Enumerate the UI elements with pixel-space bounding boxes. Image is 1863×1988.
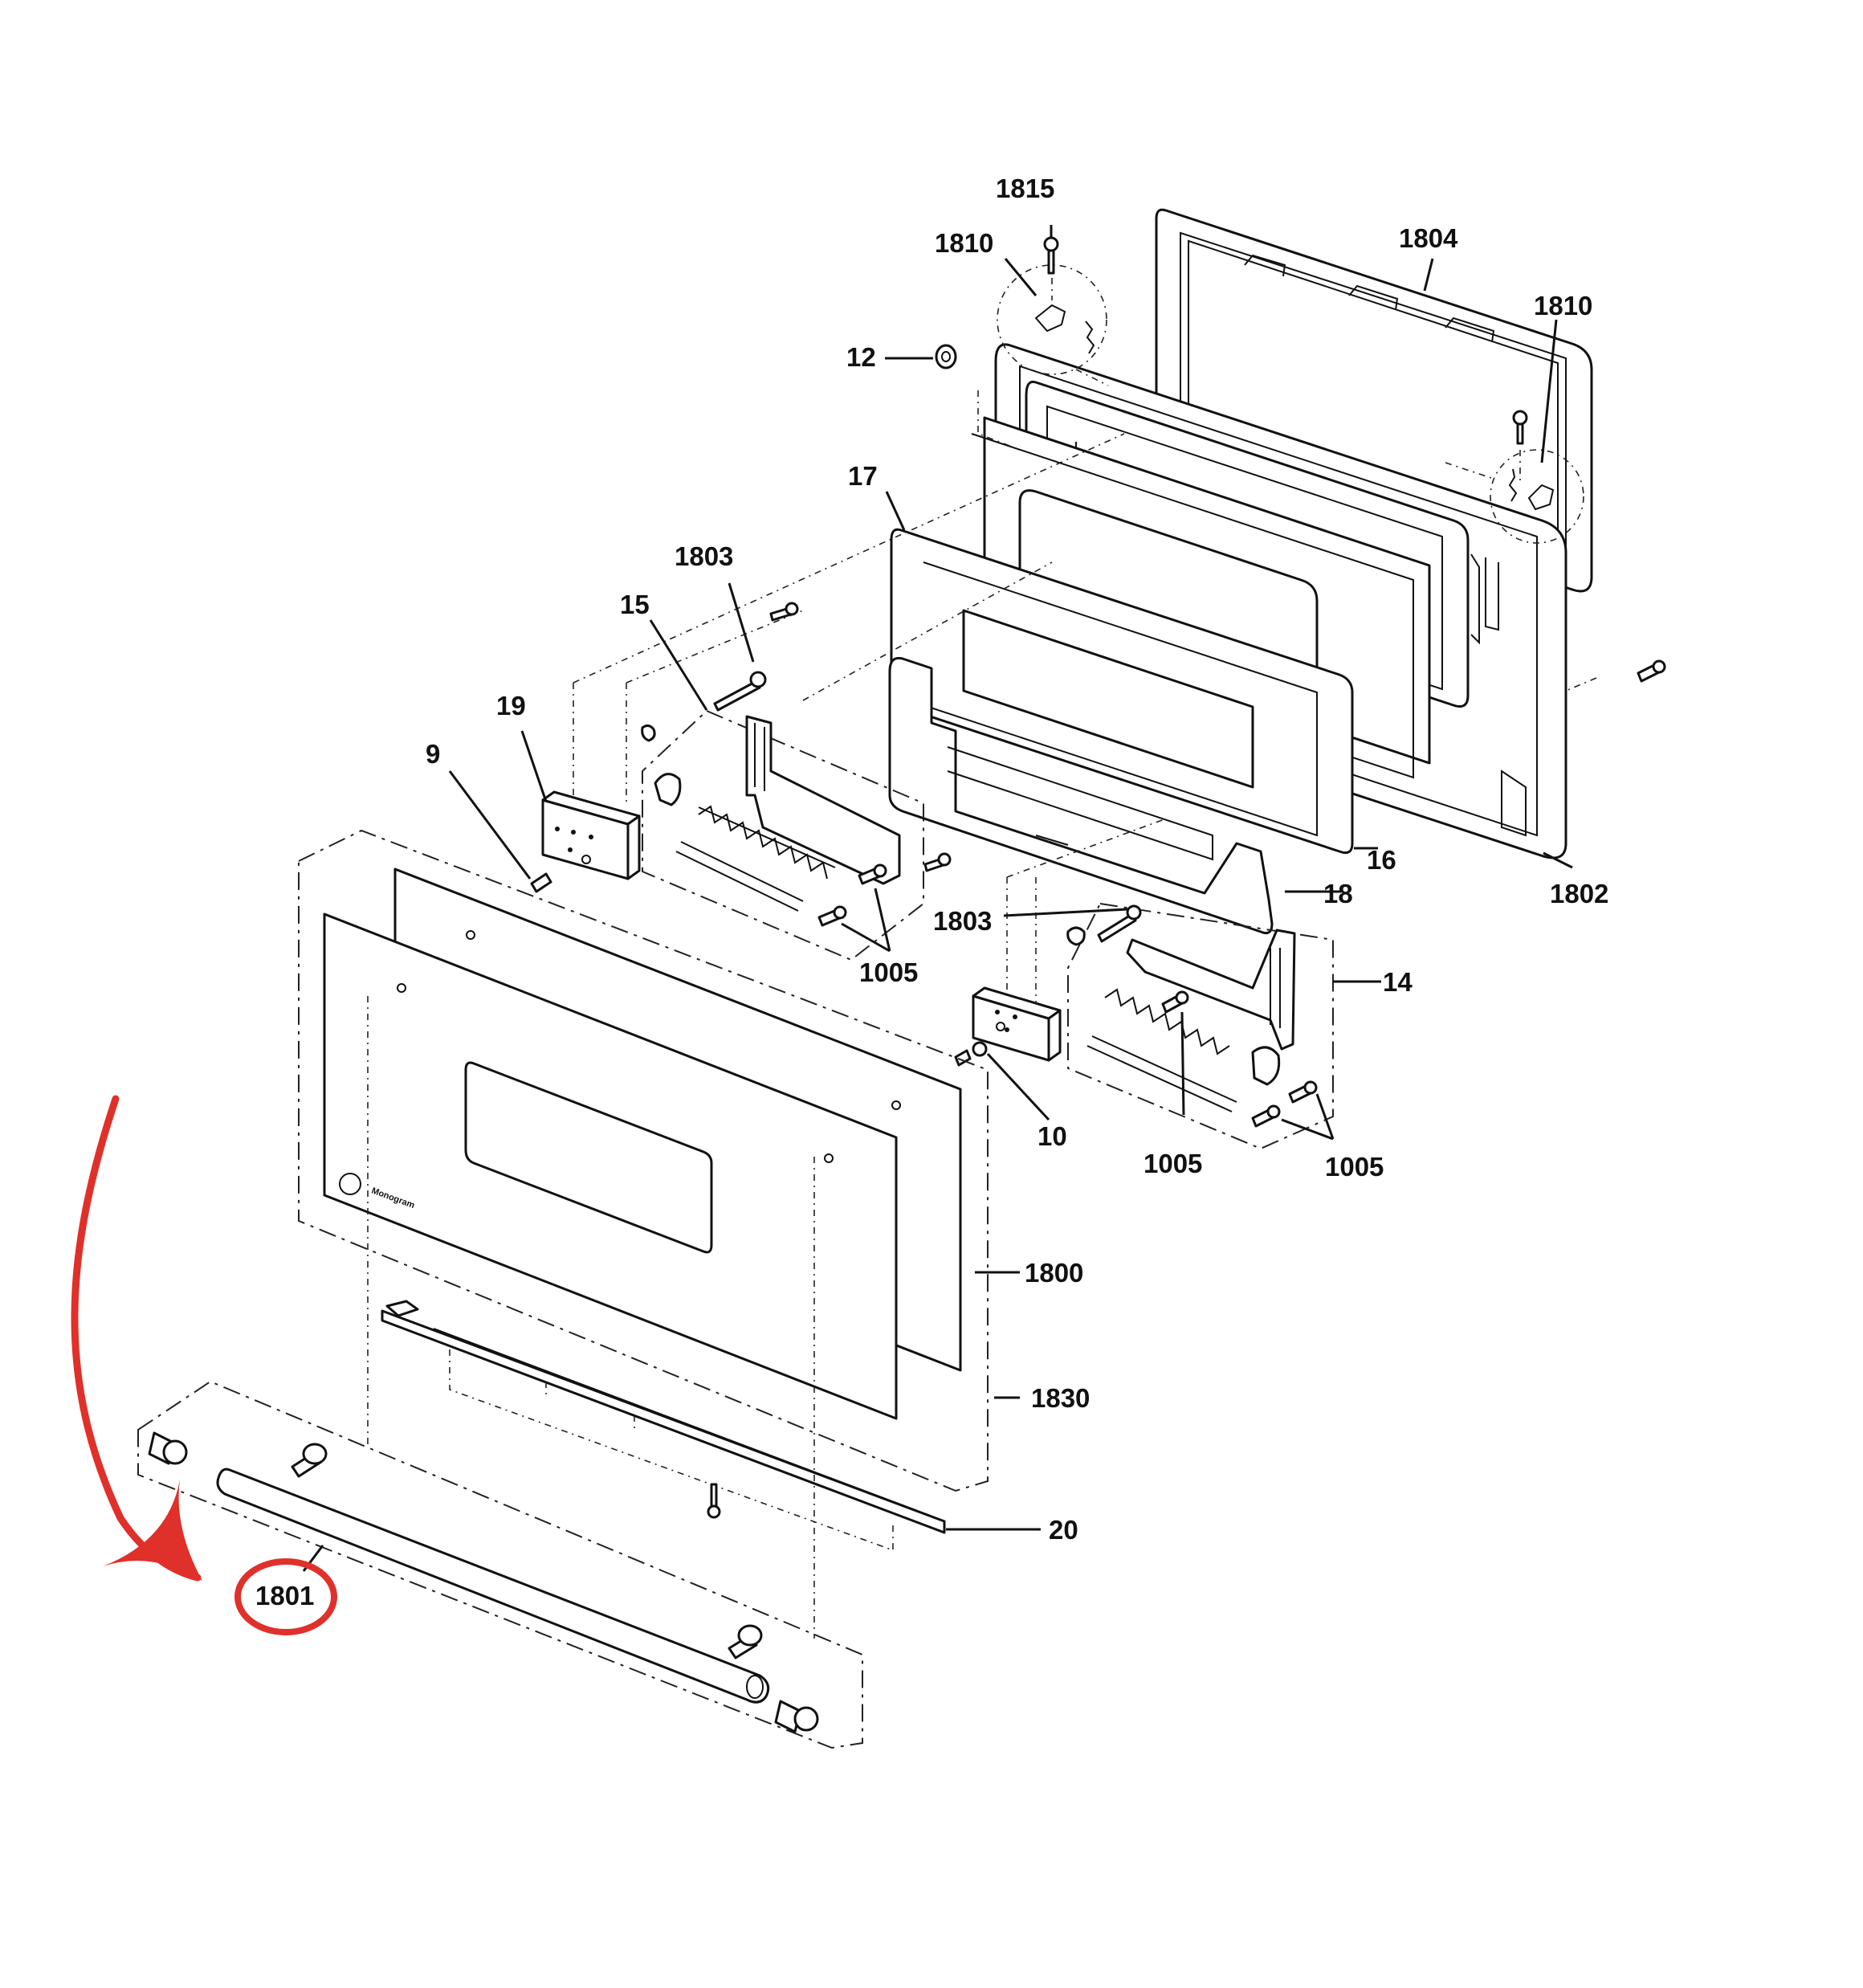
label-17: 17 bbox=[848, 461, 878, 491]
label-15: 15 bbox=[620, 590, 650, 619]
highlight-circle bbox=[234, 1558, 337, 1635]
hinge-assembly-14 bbox=[1067, 902, 1334, 1150]
label-1804: 1804 bbox=[1399, 223, 1458, 253]
hinge-assembly-15 bbox=[641, 709, 924, 961]
label-1005-c: 1005 bbox=[1325, 1152, 1384, 1182]
glass-retainer-17 bbox=[890, 528, 1354, 855]
label-1803-upper: 1803 bbox=[675, 541, 733, 571]
label-1801: 1801 bbox=[255, 1581, 314, 1610]
screw-9 bbox=[530, 872, 552, 893]
screws-1005 bbox=[769, 602, 1666, 1128]
outer-door-panel-1830: Monogram bbox=[323, 912, 901, 1420]
leader-lines bbox=[302, 225, 1573, 1572]
grommet-12 bbox=[935, 344, 957, 369]
hinge-receptacle-1810-left bbox=[997, 264, 1107, 375]
handle-standoff-left bbox=[291, 1443, 328, 1478]
label-1803-lower: 1803 bbox=[933, 906, 992, 936]
label-16: 16 bbox=[1367, 845, 1396, 875]
hinge-receptacle-1810-right bbox=[1490, 449, 1584, 544]
handle-end-cap-right bbox=[774, 1700, 819, 1733]
label-1005-b: 1005 bbox=[1143, 1149, 1202, 1178]
highlight-arrow bbox=[71, 1095, 202, 1582]
label-12: 12 bbox=[846, 342, 876, 372]
door-trim-20 bbox=[381, 1300, 946, 1552]
label-1800: 1800 bbox=[1025, 1258, 1083, 1288]
alignment-lines bbox=[367, 278, 1597, 1639]
screw-1803-upper bbox=[713, 671, 767, 712]
hinge-bracket-10 bbox=[972, 986, 1062, 1062]
part-labels: 1815 1810 1804 1810 12 17 1803 15 19 9 1… bbox=[255, 173, 1608, 1610]
handle-standoff-right bbox=[728, 1624, 763, 1659]
label-1815: 1815 bbox=[996, 173, 1054, 203]
door-handle-1801 bbox=[216, 1468, 770, 1704]
door-handle-assembly bbox=[137, 1380, 863, 1749]
handle-end-cap-left bbox=[148, 1431, 188, 1465]
label-20: 20 bbox=[1049, 1515, 1078, 1545]
label-19: 19 bbox=[496, 691, 526, 720]
label-1005-a: 1005 bbox=[859, 957, 918, 987]
washer-10 bbox=[954, 1041, 988, 1067]
hinge-spring-15 bbox=[698, 805, 828, 880]
label-1810-right: 1810 bbox=[1534, 291, 1592, 320]
hinge-spring-14 bbox=[1104, 988, 1230, 1055]
label-18: 18 bbox=[1323, 879, 1353, 908]
screw-1803-lower bbox=[1066, 904, 1142, 946]
label-1830: 1830 bbox=[1031, 1383, 1090, 1413]
hinge-bracket-19 bbox=[541, 790, 641, 880]
highlight-annotation bbox=[71, 1095, 337, 1635]
screw-1815 bbox=[1043, 236, 1059, 275]
label-1802: 1802 bbox=[1550, 879, 1608, 908]
screw-right-top bbox=[1512, 410, 1528, 445]
outer-door-assembly-1830 bbox=[298, 829, 989, 1492]
label-10: 10 bbox=[1037, 1121, 1067, 1151]
label-9: 9 bbox=[426, 739, 440, 769]
highlight-arrowhead bbox=[103, 1480, 202, 1581]
door-liner-18 bbox=[888, 656, 1274, 935]
label-1810-left: 1810 bbox=[935, 228, 993, 258]
label-14: 14 bbox=[1383, 967, 1413, 997]
